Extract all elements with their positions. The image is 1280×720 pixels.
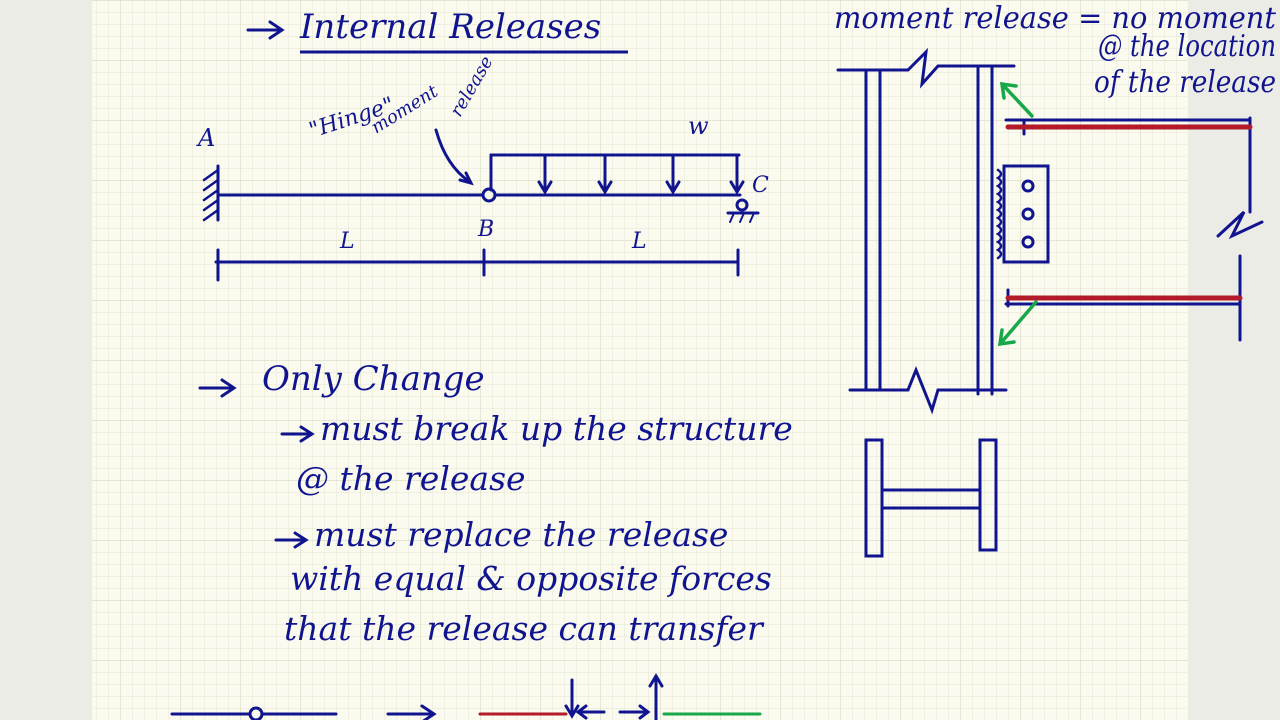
bottom-sketch [170,673,762,720]
note-line-2: must break up the structure [320,409,793,448]
note-line-3: @ the release [296,459,526,498]
column-break-top [836,47,1016,89]
force-up-arrow-icon [648,673,664,720]
span-ab-label: L [339,229,355,254]
note-line-4: must replace the release [314,515,728,554]
weld-squiggle [995,168,1003,260]
note-arrow-icon [274,531,309,549]
span-bc-label: L [631,229,647,254]
force-down-arrow-icon [564,678,580,719]
title-arrow-icon [246,20,285,40]
note-line-5: with equal & opposite forces [290,559,772,598]
hinge-b-label: B [477,217,494,242]
note-arrow-icon [280,425,315,443]
bottom-arrow-icon [386,704,437,720]
bolt-icon [1021,235,1035,249]
note-line-1: Only Change [262,359,485,399]
moment-force-green-arrow-icon [999,81,1034,118]
paper-margin-right [1188,0,1280,720]
beam-diagram [202,128,760,282]
connection-heading-line-3: of the release [1094,65,1276,100]
load-arrow-icon [729,153,745,195]
load-w-label: w [688,112,709,140]
load-arrow-icon [665,153,681,195]
column-break-bottom [848,365,1008,415]
paper-margin-left [0,0,92,720]
notes-block: Only Change must break up the structure … [198,359,793,648]
bolt-icon [1021,207,1035,221]
i-section-left-flange [864,438,884,558]
roller-support-hatch [729,212,755,223]
load-arrow-icon [597,153,613,195]
i-section-sketch [864,438,998,558]
force-left-arrow-icon [575,704,606,720]
note-arrow-icon [198,378,237,398]
support-a-label: A [196,124,215,152]
moment-force-green-arrow-icon [997,300,1038,347]
roller-support-icon [735,198,749,212]
bolt-icon [1021,179,1035,193]
title-group: Internal Releases [246,7,628,54]
force-right-arrow-icon [618,704,651,720]
i-section-right-flange [978,438,998,552]
connection-heading-line-2: @ the location [1098,29,1276,64]
connection-heading-line-1: moment release = no moment [834,1,1277,36]
connection-heading: moment release = no moment @ the locatio… [834,1,1277,100]
shear-tab-plate [1002,164,1050,264]
beam-end-break [1216,210,1264,240]
page-title: Internal Releases [299,7,601,47]
load-arrow-icon [537,153,553,195]
support-c-label: C [752,173,769,198]
fixed-support-hatch [202,168,220,222]
connection-color-marks [997,81,1253,347]
hinge-pointer-arrow-icon [434,128,474,186]
note-line-6: that the release can transfer [284,609,765,648]
connection-sketch [836,47,1264,415]
